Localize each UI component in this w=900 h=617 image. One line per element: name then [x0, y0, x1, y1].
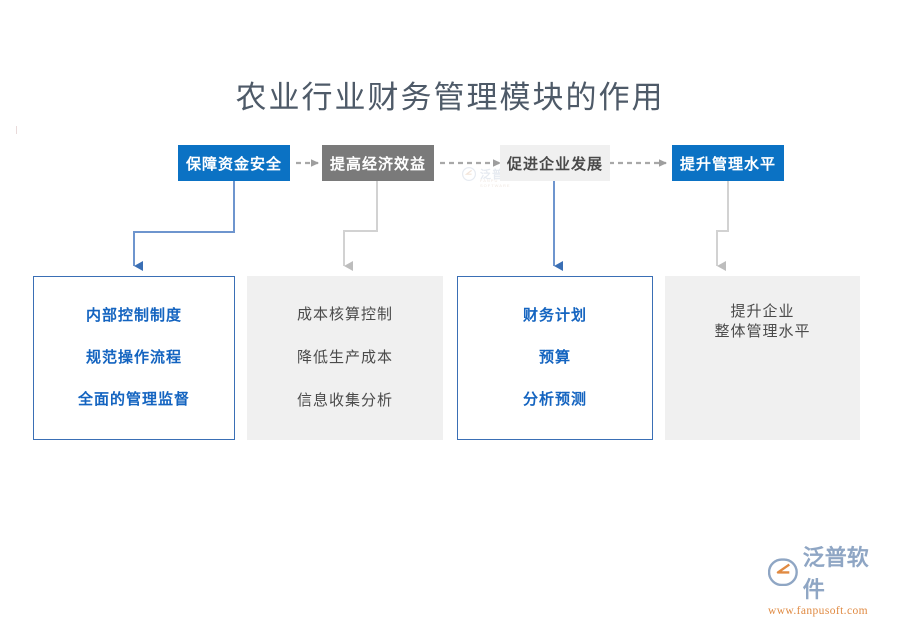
flow-step-4[interactable]: 提升管理水平	[672, 145, 784, 181]
panel-2-line-3: 信息收集分析	[296, 391, 393, 409]
flow-step-4-label: 提升管理水平	[679, 155, 776, 173]
panel-3-line-2: 预算	[538, 349, 571, 366]
flow-step-2[interactable]: 提高经济效益	[322, 145, 434, 181]
brand-name: 泛普软件	[802, 545, 869, 602]
drop-connector-4	[716, 181, 729, 271]
panel-1-line-3: 全面的管理监督	[77, 391, 190, 408]
detail-panel-1: 内部控制制度 规范操作流程 全面的管理监督	[33, 276, 235, 440]
flow-step-3-label: 促进企业发展	[506, 155, 603, 173]
panel-3-line-1: 财务计划	[522, 307, 587, 324]
flow-step-1[interactable]: 保障资金安全	[178, 145, 290, 181]
detail-panel-3: 财务计划 预算 分析预测	[457, 276, 653, 440]
detail-panel-4: 提升企业 整体管理水平	[665, 276, 860, 440]
drop-connector-1	[133, 181, 235, 271]
drop-connector-2	[343, 181, 378, 271]
panel-1-line-1: 内部控制制度	[85, 307, 182, 324]
fanpu-mark-icon	[462, 167, 476, 181]
flow-step-1-label: 保障资金安全	[185, 155, 282, 173]
brand-logo: 泛普软件 www.fanpusoft.com	[768, 540, 890, 617]
panel-4-line-1: 提升企业 整体管理水平	[714, 303, 811, 340]
flow-step-2-label: 提高经济效益	[329, 155, 426, 173]
panel-3-line-3: 分析预测	[522, 391, 587, 408]
panel-2-line-1: 成本核算控制	[296, 306, 393, 324]
center-watermark-subtext: FANPU SOFTWARE	[480, 178, 511, 188]
flow-step-3[interactable]: 促进企业发展	[500, 145, 610, 181]
edge-artifact	[16, 126, 17, 134]
brand-url: www.fanpusoft.com	[768, 605, 868, 617]
fanpu-logo-icon	[768, 558, 798, 586]
diagram-canvas: 农业行业财务管理模块的作用	[16, 80, 890, 617]
panel-1-line-2: 规范操作流程	[85, 349, 182, 366]
panel-2-line-2: 降低生产成本	[296, 348, 393, 366]
detail-panel-2: 成本核算控制 降低生产成本 信息收集分析	[247, 276, 443, 440]
page-title: 农业行业财务管理模块的作用	[235, 80, 665, 115]
